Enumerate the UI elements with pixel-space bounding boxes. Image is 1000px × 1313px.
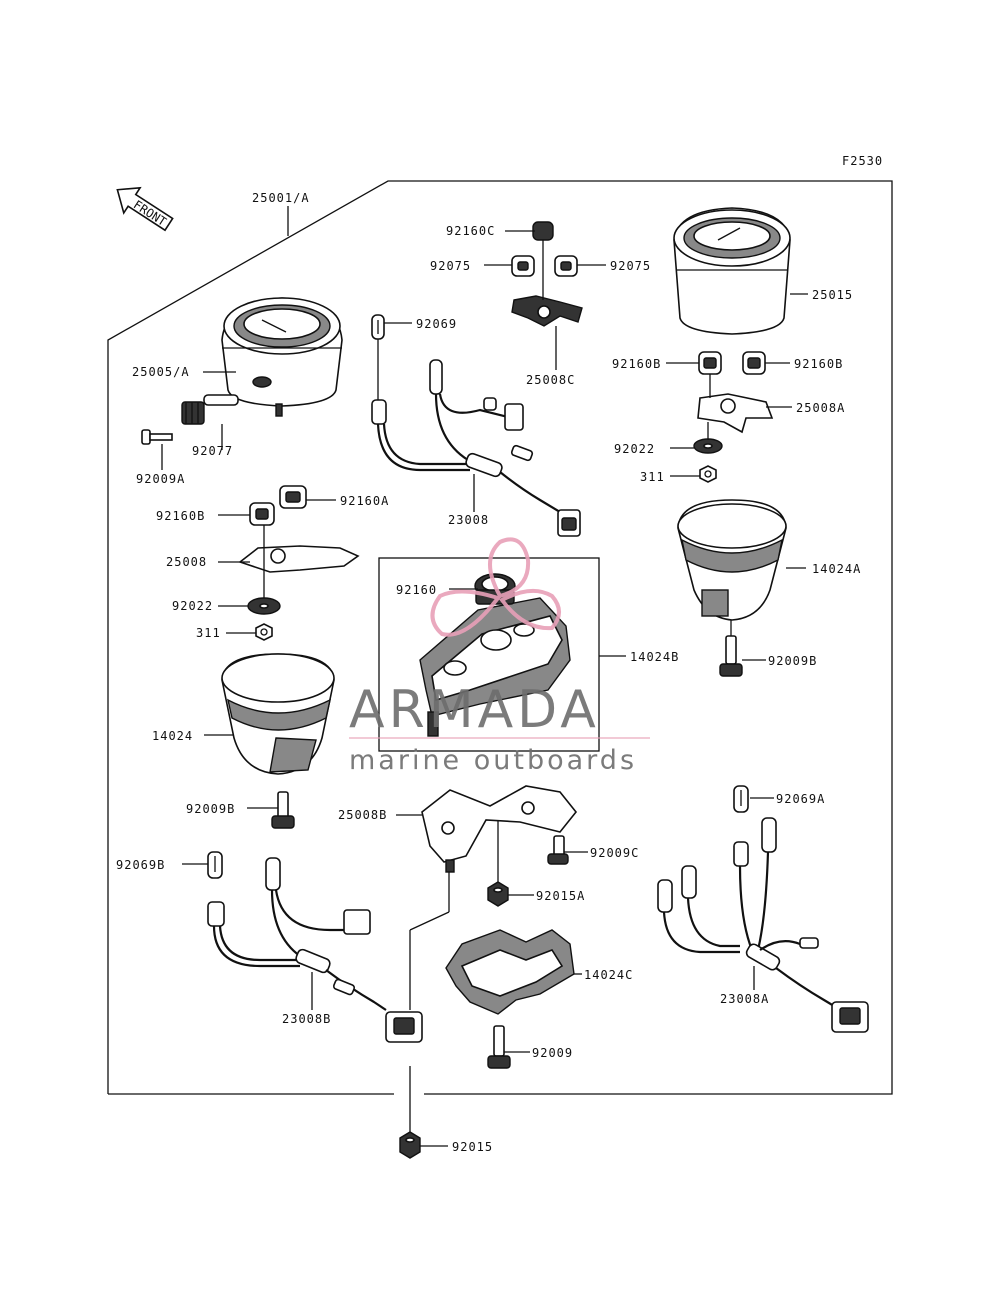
grommet-92075-right: [554, 255, 578, 277]
label-92009B-left: 92009B: [186, 802, 235, 816]
label-92022-left: 92022: [172, 599, 213, 613]
watermark-tagline: marine outboards: [349, 745, 637, 776]
armada-watermark: ARMADA marine outboards: [349, 537, 650, 776]
part-labels: 25001/A 92160C 92075 92075 25015 92069 2…: [116, 191, 861, 1154]
label-92160C: 92160C: [446, 224, 495, 238]
label-92022-right: 92022: [614, 442, 655, 456]
grommet-92160B-left: [249, 502, 275, 526]
label-25008B: 25008B: [338, 808, 387, 822]
nut-92015A: [487, 881, 509, 907]
label-311-right: 311: [640, 470, 665, 484]
label-23008: 23008: [448, 513, 489, 527]
assembly-frame: [107, 180, 893, 1095]
harness-23008A: [657, 817, 869, 1033]
cover-14024A: [677, 499, 787, 621]
label-92069A: 92069A: [776, 792, 825, 806]
label-92009A: 92009A: [136, 472, 185, 486]
label-25008C: 25008C: [526, 373, 575, 387]
harness-23008: [371, 359, 581, 537]
watermark-brand: ARMADA: [349, 680, 600, 740]
screw-92009B-left: [271, 791, 295, 829]
label-25008A: 25008A: [796, 401, 845, 415]
leader-lines: [161, 206, 808, 1147]
label-25015: 25015: [812, 288, 853, 302]
label-92015: 92015: [452, 1140, 493, 1154]
label-25001A: 25001/A: [252, 191, 310, 205]
plate-25008B: [421, 785, 578, 873]
tachometer-right: [673, 207, 791, 335]
front-direction-arrow: FRONT: [116, 186, 174, 232]
label-23008B: 23008B: [282, 1012, 331, 1026]
front-label: FRONT: [131, 198, 169, 229]
bracket-25008A: [697, 393, 774, 434]
label-92077: 92077: [192, 444, 233, 458]
label-92160B-left: 92160B: [156, 509, 205, 523]
label-14024A: 14024A: [812, 562, 861, 576]
label-92160B-right-2: 92160B: [794, 357, 843, 371]
label-92009C: 92009C: [590, 846, 639, 860]
nut-311-right: [699, 465, 717, 483]
label-92069: 92069: [416, 317, 457, 331]
label-311-left: 311: [196, 626, 221, 640]
label-92069B: 92069B: [116, 858, 165, 872]
bracket-14024C: [445, 929, 575, 1015]
cover-14024: [221, 653, 335, 775]
screw-92009A: [141, 429, 173, 445]
bulb-92069A: [733, 785, 749, 813]
grommet-92075-left: [511, 255, 535, 277]
bulb-92069: [371, 314, 385, 340]
label-23008A: 23008A: [720, 992, 769, 1006]
nut-311-left: [255, 623, 273, 641]
label-14024: 14024: [152, 729, 193, 743]
nut-92015: [399, 1131, 421, 1159]
label-92009: 92009: [532, 1046, 573, 1060]
grommet-92160A: [279, 485, 307, 509]
screw-92009B-right: [719, 635, 743, 677]
label-92160B-right-1: 92160B: [612, 357, 661, 371]
label-92075-right: 92075: [610, 259, 651, 273]
label-14024B: 14024B: [630, 650, 679, 664]
bulb-92069B: [207, 851, 223, 879]
grommet-92160B-r1: [698, 351, 722, 375]
label-92009B-right: 92009B: [768, 654, 817, 668]
label-92075-left: 92075: [430, 259, 471, 273]
knob-92077: [181, 394, 239, 425]
armada-propeller-logo: [430, 537, 561, 637]
label-14024C: 14024C: [584, 968, 633, 982]
figure-code: F2530: [842, 154, 883, 168]
label-25008: 25008: [166, 555, 207, 569]
washer-92022-left: [247, 597, 281, 615]
harness-23008B: [207, 857, 423, 1043]
speedometer-left: [221, 297, 343, 417]
label-92015A: 92015A: [536, 889, 585, 903]
screw-92009C: [547, 835, 569, 865]
bracket-25008: [238, 545, 360, 573]
bracket-25008C: [511, 295, 583, 327]
label-92160: 92160: [396, 583, 437, 597]
washer-92022-right: [693, 438, 723, 454]
grommet-92160B-r2: [742, 351, 766, 375]
label-92160A: 92160A: [340, 494, 389, 508]
screw-92009: [487, 1025, 511, 1069]
cap-92160C: [532, 221, 554, 241]
label-25005A: 25005/A: [132, 365, 190, 379]
